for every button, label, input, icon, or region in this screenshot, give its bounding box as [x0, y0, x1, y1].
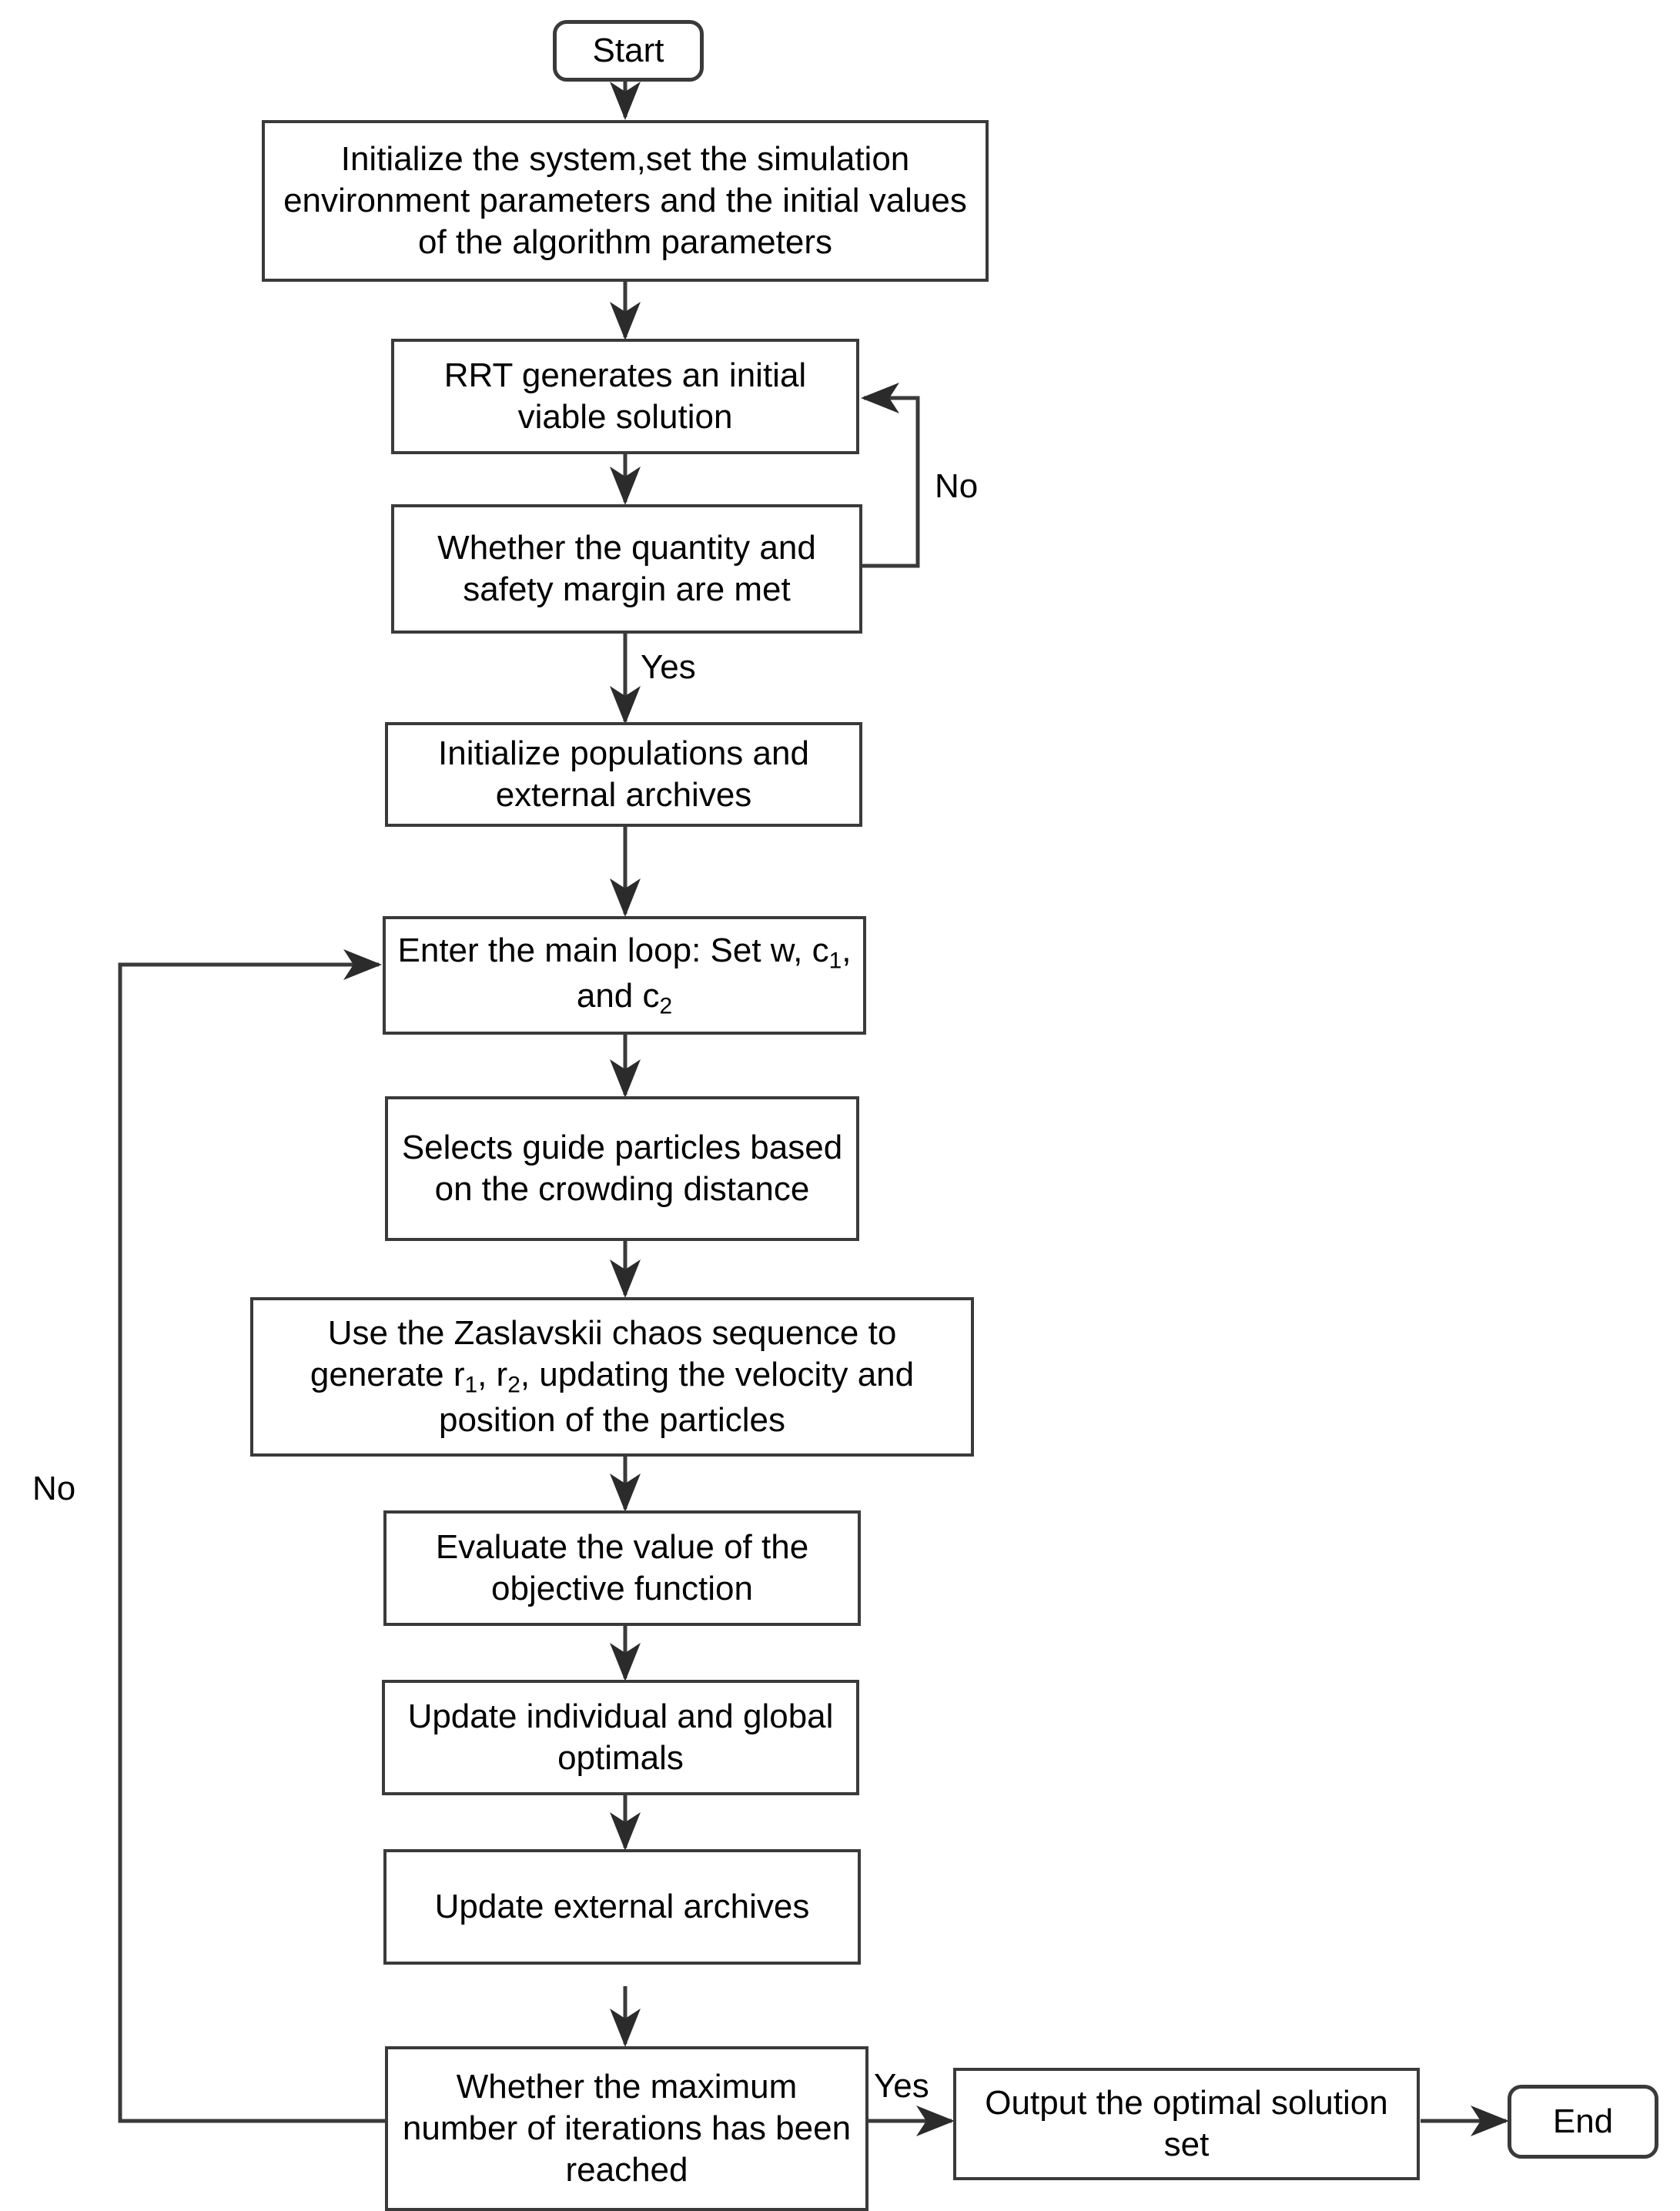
- node-init-populations-label: Initialize populations and external arch…: [438, 734, 809, 814]
- node-update-archives[interactable]: Update external archives: [383, 1849, 861, 1965]
- node-check-max-iterations-label: Whether the maximum number of iterations…: [402, 2068, 852, 2189]
- node-evaluate-objective[interactable]: Evaluate the value of the objective func…: [383, 1510, 861, 1626]
- node-check-max-iterations[interactable]: Whether the maximum number of iterations…: [385, 2046, 868, 2211]
- edge-label-iterations-no: No: [32, 1470, 76, 1507]
- node-end[interactable]: End: [1508, 2085, 1658, 2159]
- node-update-archives-label: Update external archives: [434, 1888, 810, 1926]
- node-end-label: End: [1552, 2102, 1614, 2141]
- node-evaluate-objective-label: Evaluate the value of the objective func…: [435, 1528, 809, 1607]
- node-initialize-system[interactable]: Initialize the system,set the simulation…: [262, 120, 989, 282]
- edge-check-quantity-no-loop: [860, 383, 920, 568]
- node-output-solution-label: Output the optimal solution set: [985, 2084, 1388, 2163]
- node-check-quantity-safety[interactable]: Whether the quantity and safety margin a…: [391, 504, 862, 634]
- edge-label-quantity-yes: Yes: [641, 648, 696, 686]
- node-start-label: Start: [592, 32, 664, 70]
- node-chaos-sequence[interactable]: Use the Zaslavskii chaos sequence to gen…: [250, 1297, 974, 1457]
- node-update-optimals[interactable]: Update individual and global optimals: [382, 1680, 859, 1795]
- node-initialize-system-label: Initialize the system,set the simulation…: [283, 140, 967, 261]
- node-check-quantity-safety-label: Whether the quantity and safety margin a…: [437, 529, 816, 608]
- node-select-guides[interactable]: Selects guide particles based on the cro…: [385, 1096, 859, 1241]
- node-start[interactable]: Start: [553, 20, 704, 82]
- edge-label-quantity-no: No: [935, 467, 979, 505]
- node-main-loop[interactable]: Enter the main loop: Set w, c1, and c2: [383, 916, 866, 1035]
- node-update-optimals-label: Update individual and global optimals: [407, 1698, 834, 1777]
- node-main-loop-label: Enter the main loop: Set w, c1, and c2: [397, 932, 852, 1019]
- edge-label-iterations-yes: Yes: [874, 2067, 929, 2105]
- node-rrt-initial[interactable]: RRT generates an initial viable solution: [391, 339, 859, 454]
- node-select-guides-label: Selects guide particles based on the cro…: [401, 1129, 843, 1208]
- edge-iterations-no-loop: [118, 949, 385, 2123]
- node-init-populations[interactable]: Initialize populations and external arch…: [385, 722, 862, 827]
- node-chaos-sequence-label: Use the Zaslavskii chaos sequence to gen…: [310, 1314, 915, 1439]
- node-output-solution[interactable]: Output the optimal solution set: [953, 2068, 1420, 2180]
- node-rrt-initial-label: RRT generates an initial viable solution: [443, 356, 807, 436]
